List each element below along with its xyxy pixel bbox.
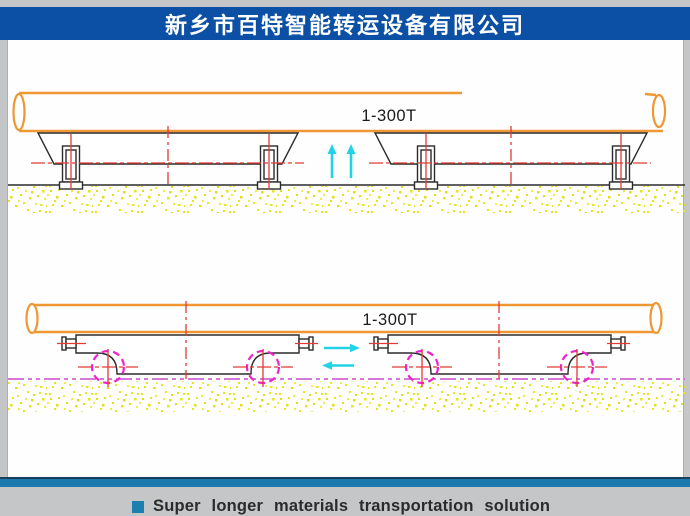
long-material-pipe (12, 91, 667, 133)
lift-up-arrow-icon (327, 144, 337, 178)
footer-bar (0, 477, 690, 487)
load-capacity-label: 1-300T (362, 311, 417, 329)
caption-text: Super longer materials transportation so… (153, 497, 551, 515)
caption-bullet-icon (132, 500, 144, 513)
cart-bumper (57, 336, 86, 351)
pipe-end-cap (651, 93, 667, 129)
bottom-view-diagram: 1-300T (8, 301, 685, 412)
top-view-diagram: 1-300T (8, 91, 685, 213)
transfer-cart (57, 301, 318, 387)
wheel-centerlines (369, 126, 651, 189)
slide-page: { "page": { "background_color": "#c5c6c8… (0, 7, 690, 515)
transfer-cart (31, 126, 304, 190)
drawing-area: 1-300T (7, 40, 685, 515)
company-title: 新乡市百特智能转运设备有限公司 (164, 13, 525, 39)
wheel-centerlines (31, 126, 304, 189)
technical-drawing: 1-300T (8, 91, 685, 412)
load-capacity-label: 1-300T (361, 107, 416, 125)
cart-bumper (369, 336, 398, 351)
ground-texture (8, 381, 685, 412)
slide-caption: Super longer materials transportation so… (132, 497, 550, 516)
ground (8, 378, 685, 412)
transfer-cart (369, 126, 651, 190)
move-right-arrow-icon (324, 343, 360, 353)
cart-wheel (392, 349, 452, 387)
lift-up-arrow-icon (346, 144, 356, 178)
header-banner: 新乡市百特智能转运设备有限公司 (0, 7, 690, 40)
move-left-arrow-icon (322, 361, 354, 370)
transfer-cart (369, 301, 630, 387)
pipe-end-cap (649, 301, 663, 335)
long-material-pipe (25, 301, 663, 335)
cart-bumper (295, 336, 318, 351)
ground-texture (8, 186, 685, 213)
pipe-end-cap (25, 302, 39, 335)
cart-wheel (78, 349, 138, 387)
cart-wheel (233, 349, 293, 387)
cart-wheel (547, 349, 607, 387)
pipe-end-cap (12, 92, 26, 132)
ground (8, 184, 685, 213)
cart-bumper (607, 336, 630, 351)
